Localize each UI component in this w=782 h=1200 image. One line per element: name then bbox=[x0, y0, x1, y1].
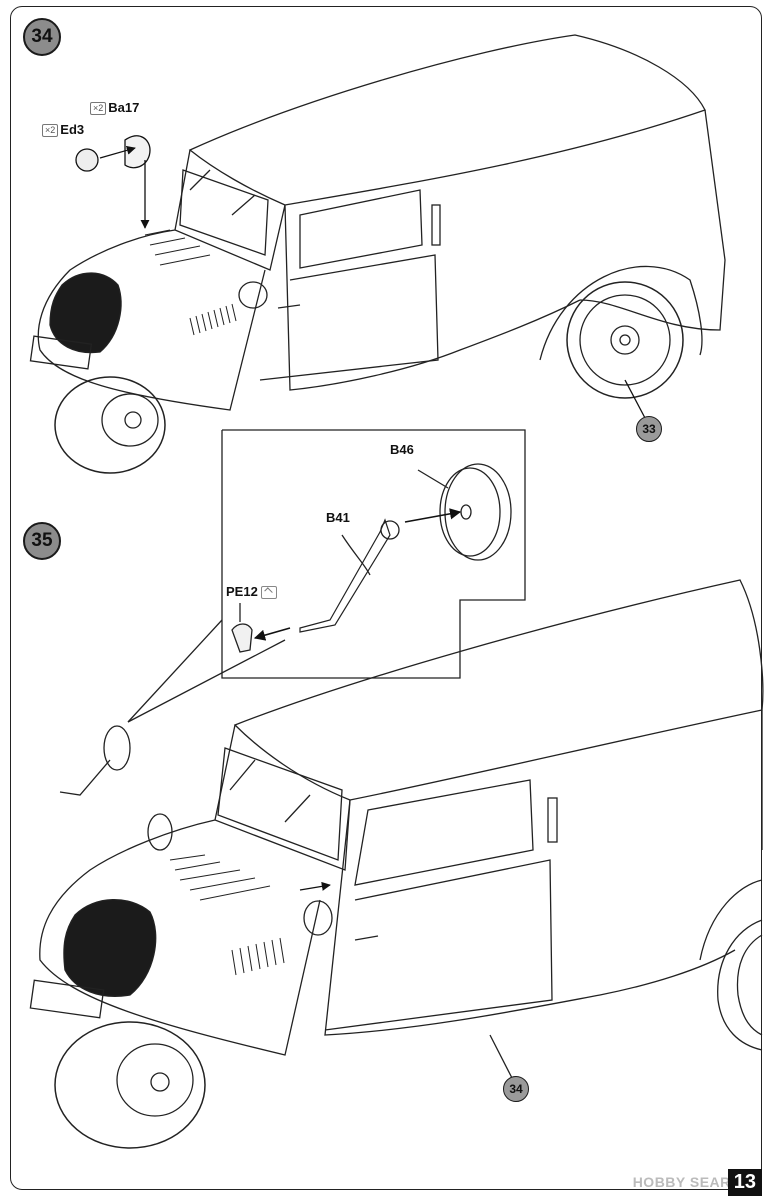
page-number: 13 bbox=[727, 1169, 762, 1196]
part-label-b41: B41 bbox=[326, 510, 350, 525]
part-label-pe12: PE12 bbox=[226, 584, 277, 600]
watermark: HOBBY SEARCH bbox=[632, 1174, 752, 1190]
photo-etch-icon bbox=[260, 586, 277, 600]
step35-inset bbox=[127, 429, 526, 723]
part-label-b46: B46 bbox=[390, 442, 414, 457]
step-number-35: 35 bbox=[23, 522, 61, 560]
step-number-34: 34 bbox=[23, 18, 61, 56]
step34-vehicle bbox=[29, 34, 726, 474]
step34-callouts bbox=[75, 135, 646, 419]
qty-badge: ×2 bbox=[42, 124, 59, 138]
ref-step-33: 33 bbox=[636, 416, 662, 442]
qty-badge: ×2 bbox=[90, 102, 107, 116]
page-frame bbox=[10, 6, 762, 1190]
step35-vehicle bbox=[29, 579, 764, 1149]
ref-step-34: 34 bbox=[503, 1076, 529, 1102]
